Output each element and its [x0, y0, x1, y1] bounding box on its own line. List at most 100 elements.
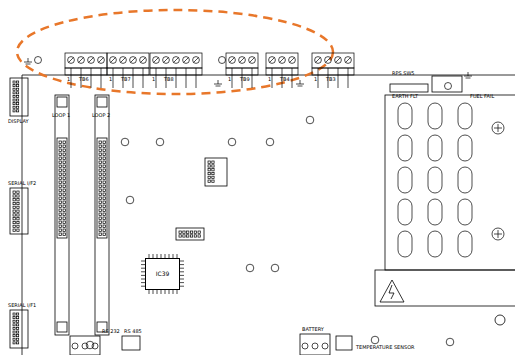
terminal-pin [91, 68, 92, 88]
board-label: BATTERY [302, 327, 324, 332]
screw-symbol [492, 228, 504, 240]
terminal-pin [156, 68, 157, 88]
connector-pin [17, 335, 19, 337]
screw-slot [154, 58, 159, 63]
connector-pin [208, 169, 210, 171]
mounting-hole [266, 138, 274, 146]
screw-slot [270, 58, 275, 63]
ic-pin [149, 290, 150, 294]
connector-pin [198, 235, 200, 237]
ic-pin [161, 290, 162, 294]
connector-pin [194, 231, 196, 233]
screw-slot [99, 58, 104, 63]
connector-pin [63, 221, 66, 224]
ground-symbol [28, 58, 29, 62]
connector-pin [17, 342, 19, 344]
connector-pin [59, 165, 62, 168]
board-label: TB8 [164, 77, 174, 82]
connector-pin [63, 177, 66, 180]
connector-pin [99, 233, 102, 236]
loop-slot [95, 95, 109, 335]
screw-symbol [498, 124, 499, 132]
screw-slot [290, 58, 295, 63]
terminal-block [107, 53, 149, 68]
connector-pin [17, 88, 19, 90]
screw-slot [69, 58, 74, 63]
board-edge [22, 75, 23, 355]
mounting-hole [306, 116, 314, 124]
connector-pin [59, 197, 62, 200]
ic-pin [180, 268, 184, 269]
connector-pin [99, 185, 102, 188]
heatsink-slot [428, 103, 442, 129]
terminal-screw [110, 57, 117, 64]
switch-block [432, 76, 462, 92]
connector-pin [99, 181, 102, 184]
board-label: 1 [228, 77, 231, 82]
connector-pin [13, 81, 15, 83]
connector-pin [103, 193, 106, 196]
connector-pin [59, 169, 62, 172]
terminal-screw [183, 57, 190, 64]
screw-slot [121, 58, 126, 63]
connector-pin [63, 225, 66, 228]
terminal-screw [88, 57, 95, 64]
terminal-block [312, 53, 354, 68]
connector-pin [13, 327, 15, 329]
connector-pin [103, 185, 106, 188]
connector-pin [59, 141, 62, 144]
heatsink-slot [428, 199, 442, 225]
connector-pin [63, 233, 66, 236]
connector-pin [99, 221, 102, 224]
terminal-screw [98, 57, 105, 64]
board-label: TB4 [280, 77, 290, 82]
connector-pin [13, 92, 15, 94]
connector-pin [194, 235, 196, 237]
warning-bolt [389, 285, 394, 299]
terminal-pin [292, 68, 293, 88]
connector-pin [59, 233, 62, 236]
terminal-screw [269, 57, 276, 64]
connector-pin [63, 169, 66, 172]
heatsink-slot [398, 231, 412, 257]
connector-pin [63, 185, 66, 188]
screw-slot [336, 58, 341, 63]
connector-pin [99, 157, 102, 160]
heatsink-slot [428, 167, 442, 193]
connector-pin [179, 231, 181, 233]
connector-pin [13, 210, 15, 212]
connector-pin [103, 213, 106, 216]
mounting-hole [246, 264, 254, 272]
connector-pin [59, 145, 62, 148]
connector-pin [103, 225, 106, 228]
connector-pin [212, 180, 214, 182]
screw-slot [280, 58, 285, 63]
connector-pin [212, 176, 214, 178]
connector-pin [17, 218, 19, 220]
terminal-pin [232, 68, 233, 88]
board-label: EARTH FLT [392, 94, 418, 99]
connector-pin [183, 231, 185, 233]
terminal-screw [163, 57, 170, 64]
connector-pin [103, 233, 106, 236]
screw-slot [240, 58, 245, 63]
connector-pin [99, 141, 102, 144]
connector-pin [99, 201, 102, 204]
connector-pin [63, 153, 66, 156]
mounting-hole [35, 57, 42, 64]
connector-pin [13, 342, 15, 344]
connector-pin [63, 161, 66, 164]
chip-label: IC39 [156, 271, 170, 277]
connector-pin [99, 205, 102, 208]
connector-pin [103, 165, 106, 168]
connector-pin [99, 165, 102, 168]
connector-pin [63, 193, 66, 196]
heatsink-slot [458, 103, 472, 129]
ic-pin [169, 290, 170, 294]
serial-connector [10, 188, 28, 234]
connector-pin [13, 95, 15, 97]
connector-pin [59, 173, 62, 176]
terminal-pin [176, 68, 177, 88]
terminal-screw [345, 57, 352, 64]
ic-pin [180, 282, 184, 283]
